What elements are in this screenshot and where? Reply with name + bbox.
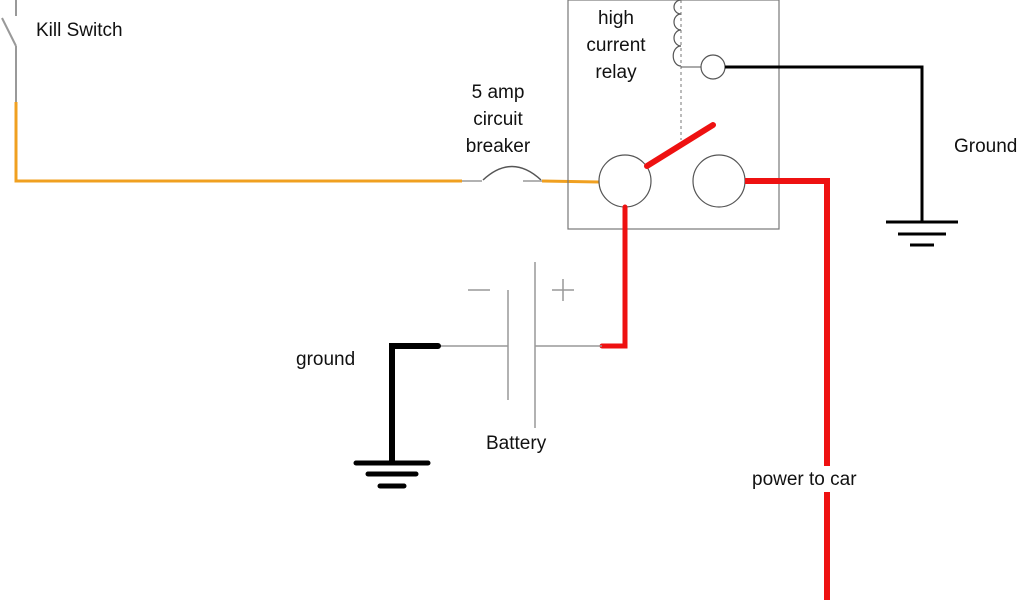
circuit-breaker-arc (482, 165, 542, 181)
relay-armature (644, 122, 716, 169)
power-wire-to-car (745, 178, 830, 466)
relay-coil (672, 0, 682, 67)
ground-left-label: ground (296, 349, 356, 370)
signal-wire-kill-to-breaker (14, 102, 462, 183)
power-to-car-label: power to car (752, 469, 857, 490)
ground-symbol-left (353, 460, 431, 489)
battery-positive-wire (599, 204, 628, 349)
ground-wire-coil (725, 65, 924, 222)
ground-right-label: Ground (954, 136, 1018, 157)
kill-switch-blade (1, 17, 17, 47)
ground-wire-battery (389, 343, 441, 465)
kill-switch-label: Kill Switch (36, 20, 123, 41)
relay-housing (567, 0, 780, 230)
coil-terminal (700, 54, 726, 80)
battery-label: Battery (486, 433, 547, 454)
signal-wire-breaker-to-relay (541, 179, 600, 184)
ground-symbol-right (886, 220, 958, 247)
relay-output-terminal (692, 154, 746, 208)
relay-label: high current relay (586, 8, 646, 83)
circuit-breaker-label: 5 amp circuit breaker (465, 82, 531, 157)
relay-common-terminal (598, 154, 652, 208)
